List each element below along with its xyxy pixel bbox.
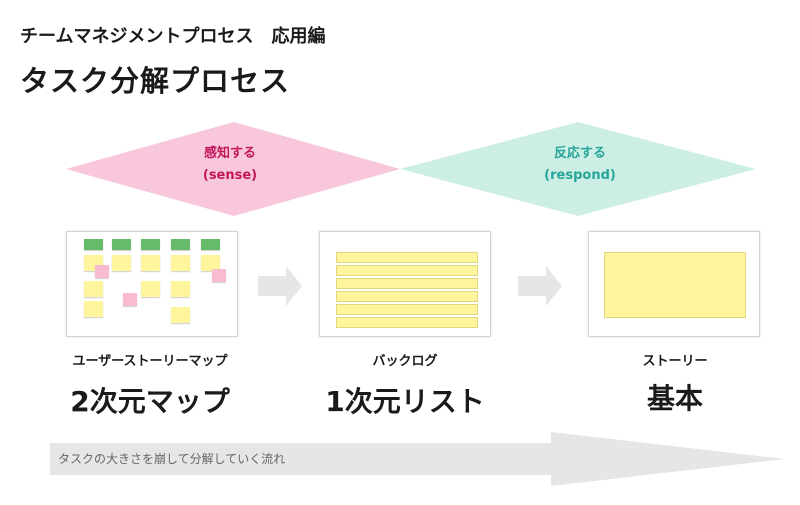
sense-diamond	[66, 122, 400, 216]
backlog-item	[336, 278, 478, 289]
stage-name-story: ストーリー	[642, 354, 708, 369]
sticky-note	[141, 239, 160, 250]
arrow-right-icon	[258, 266, 302, 306]
backlog-panel	[319, 231, 491, 337]
sticky-note	[84, 281, 103, 297]
sticky-note	[84, 301, 103, 317]
sticky-note	[112, 255, 131, 271]
sticky-note	[95, 265, 109, 278]
page-title: タスク分解プロセス	[20, 64, 291, 98]
respond-title: 反応する	[553, 146, 606, 161]
sticky-note	[171, 239, 190, 250]
sticky-note	[141, 255, 160, 271]
stage-form-story: 基本	[646, 382, 703, 415]
sticky-note	[201, 239, 220, 250]
respond-subtitle: (respond)	[544, 168, 616, 183]
backlog-item	[336, 317, 478, 328]
backlog-item	[336, 265, 478, 276]
stage-name-story-map: ユーザーストーリーマップ	[72, 354, 228, 369]
sticky-note	[84, 239, 103, 250]
stage-form-backlog: 1次元リスト	[325, 385, 485, 418]
sticky-note	[171, 307, 190, 323]
respond-label: 反応する (respond)	[500, 143, 660, 187]
backlog-item	[336, 291, 478, 302]
sticky-note	[123, 293, 137, 306]
backlog-item	[336, 252, 478, 263]
flow-label: タスクの大きさを崩して分解していく流れ	[58, 452, 286, 466]
page-subtitle: チームマネジメントプロセス 応用編	[20, 26, 326, 47]
sense-subtitle: (sense)	[202, 168, 258, 183]
sticky-note	[141, 281, 160, 297]
flow-arrow	[50, 432, 785, 486]
respond-diamond	[400, 122, 756, 216]
stage-form-story-map: 2次元マップ	[70, 385, 230, 418]
story-card	[604, 252, 746, 318]
sticky-note	[112, 239, 131, 250]
sticky-note	[171, 255, 190, 271]
stage-name-backlog: バックログ	[372, 354, 438, 369]
story-panel	[588, 231, 760, 337]
arrow-right-icon	[518, 266, 562, 306]
backlog-item	[336, 304, 478, 315]
story-map-panel	[66, 231, 238, 337]
sticky-note	[212, 269, 226, 282]
sticky-note	[201, 255, 220, 271]
sense-title: 感知する	[203, 146, 256, 161]
sticky-note	[171, 281, 190, 297]
sense-label: 感知する (sense)	[150, 143, 310, 187]
